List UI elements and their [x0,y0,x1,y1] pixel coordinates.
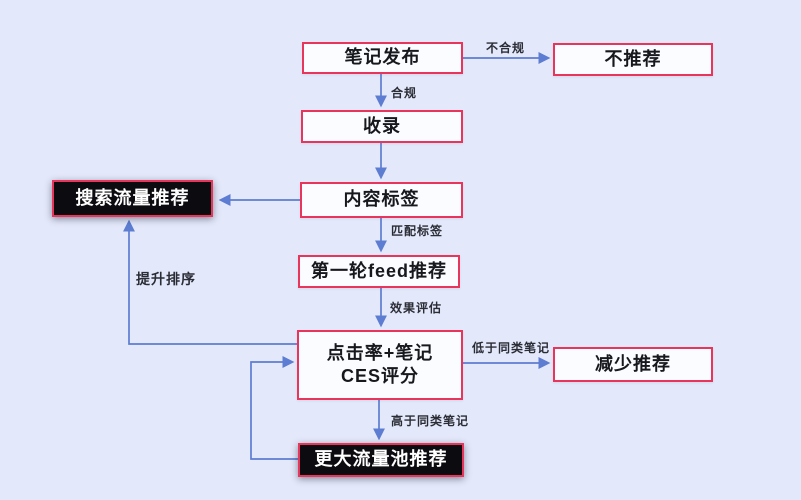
edge-label-effect-evaluation: 效果评估 [390,301,443,315]
edge-label-below-peer-notes: 低于同类笔记 [472,341,551,355]
node-not-recommend: 不推荐 [553,43,713,76]
edge-label-boost-ranking: 提升排序 [136,271,196,287]
node-first-round-feed: 第一轮feed推荐 [298,255,460,288]
node-indexed: 收录 [301,110,463,143]
node-bigger-traffic-pool: 更大流量池推荐 [298,443,464,477]
node-note-publish: 笔记发布 [302,42,463,74]
edge-label-non-compliant: 不合规 [486,41,526,55]
node-search-traffic-recommend: 搜索流量推荐 [52,180,213,217]
connector-pool-to-score-feedback [250,356,298,460]
node-ctr-ces-score: 点击率+笔记CES评分 [297,330,463,400]
connector-score-to-search-feedback [123,219,297,345]
edge-label-match-tags: 匹配标签 [391,224,444,238]
node-reduce-recommend: 减少推荐 [553,347,713,382]
edge-label-above-peer-notes: 高于同类笔记 [391,414,470,428]
node-content-tags: 内容标签 [300,182,463,218]
edge-label-compliant: 合规 [391,86,418,100]
